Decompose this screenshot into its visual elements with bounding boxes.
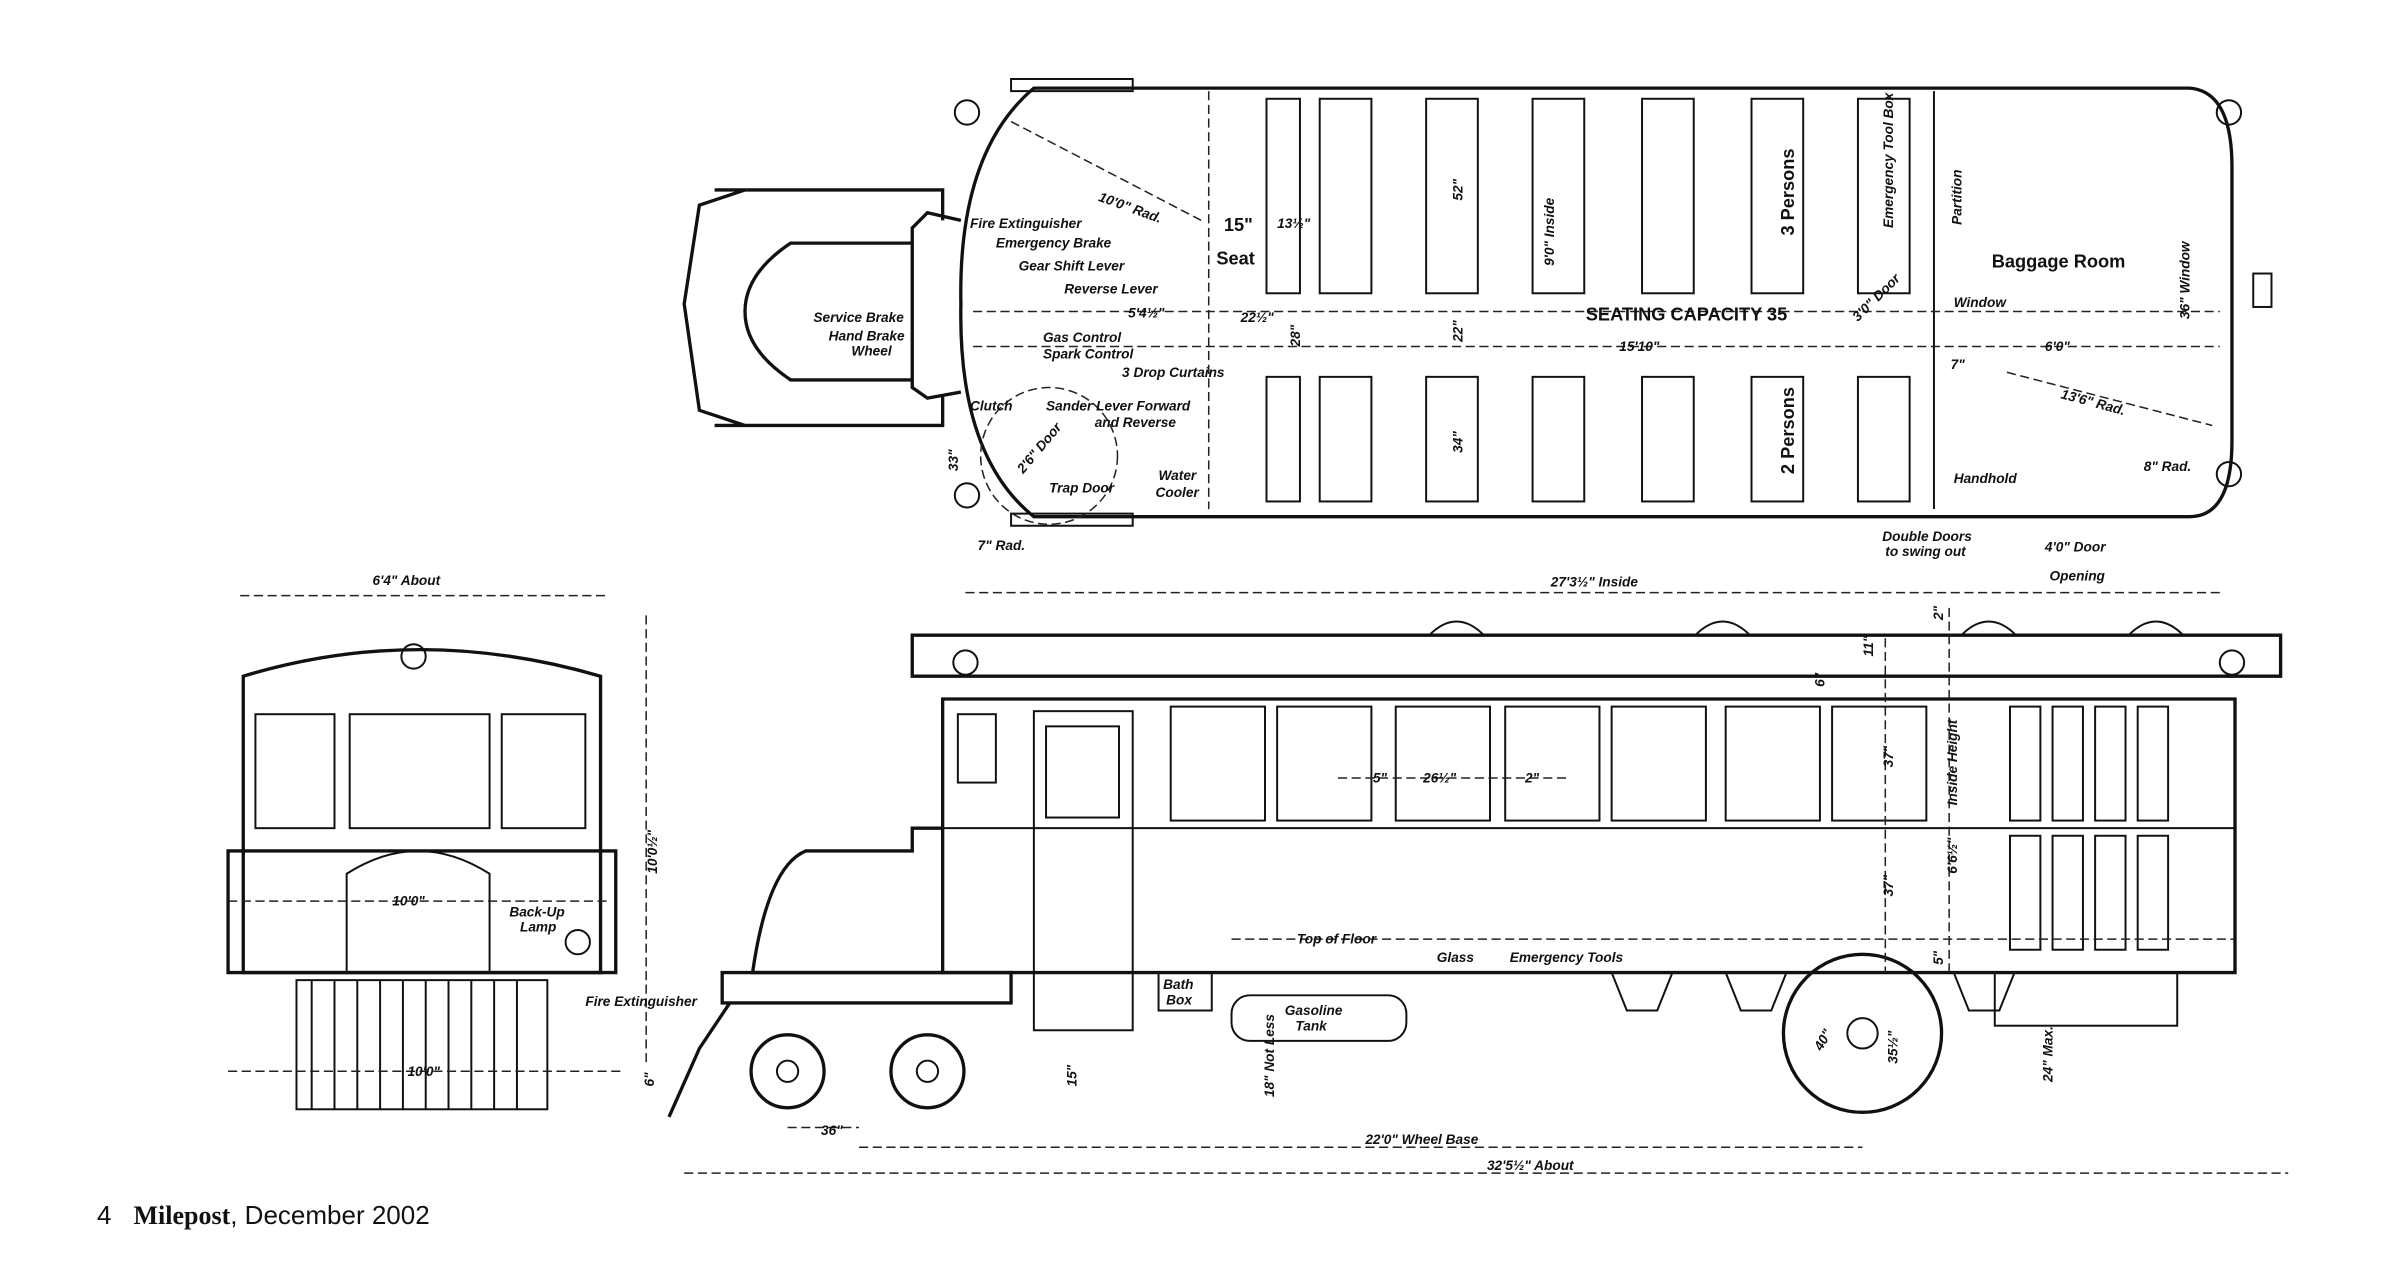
- label: Gasoline: [1285, 1003, 1343, 1018]
- label: 13½": [1277, 216, 1311, 231]
- label: 6'6½": [1945, 837, 1960, 874]
- label: 8" Rad.: [2144, 459, 2191, 474]
- label: 5": [1931, 950, 1946, 965]
- label: Seat: [1216, 247, 1254, 268]
- label: 3 Drop Curtains: [1122, 365, 1225, 380]
- plan-view: 10'0" Rad. Fire Extinguisher Emergency B…: [682, 78, 2273, 594]
- label: 9'0" Inside: [1542, 197, 1557, 266]
- label: Inside Height: [1945, 718, 1960, 805]
- label: 6": [642, 1072, 657, 1087]
- label: 37": [1881, 874, 1896, 896]
- label: 32'5½" About: [1487, 1158, 1575, 1173]
- label: 5": [1373, 771, 1388, 786]
- label: to swing out: [1885, 544, 1967, 559]
- label: Tank: [1295, 1018, 1328, 1033]
- page-footer: 4 Milepost, December 2002: [97, 1200, 430, 1231]
- label: Hand Brake: [829, 328, 905, 343]
- label: 11": [1861, 635, 1876, 656]
- label: Handhold: [1954, 471, 2018, 486]
- side-view: 11" 2" 6" 5" 26½" 2" 37" Inside Height 6…: [667, 605, 2289, 1174]
- label: Lamp: [520, 920, 556, 935]
- label: Service Brake: [813, 310, 904, 325]
- label: Cooler: [1156, 485, 1200, 500]
- label: and Reverse: [1095, 415, 1177, 430]
- label: Opening: [2050, 568, 2106, 583]
- label: 15": [1224, 214, 1253, 235]
- label: 52": [1451, 178, 1466, 200]
- label: 28": [1288, 324, 1303, 347]
- label: Window: [1954, 295, 2008, 310]
- label: 37": [1881, 745, 1896, 767]
- capacity-label: SEATING CAPACITY 35: [1586, 304, 1788, 325]
- label: 26½": [1422, 771, 1457, 786]
- label: Emergency Tool Box: [1881, 91, 1896, 228]
- label: Emergency Tools: [1510, 950, 1624, 965]
- label: Sander Lever Forward: [1046, 398, 1191, 413]
- label: 36": [821, 1123, 843, 1138]
- label: 40": [1811, 1026, 1836, 1054]
- label: 10'0½": [645, 829, 660, 873]
- page-number: 4: [97, 1200, 112, 1230]
- issue-date: , December 2002: [230, 1200, 430, 1230]
- label: Top of Floor: [1297, 932, 1377, 947]
- label: 6'4" About: [373, 573, 442, 588]
- label: Back-Up: [509, 904, 564, 919]
- label: 2'6" Door: [1013, 419, 1065, 476]
- label: Spark Control: [1043, 347, 1135, 362]
- label: 7" Rad.: [978, 538, 1025, 553]
- label: Glass: [1437, 950, 1475, 965]
- magazine-name: Milepost: [133, 1201, 231, 1230]
- label: 18" Not Less: [1262, 1014, 1277, 1098]
- label: 34": [1451, 431, 1466, 453]
- label: 24" Max.: [2041, 1026, 2056, 1083]
- label: Emergency Brake: [996, 236, 1112, 251]
- label: 5'4½": [1128, 306, 1165, 321]
- label: 22½": [1240, 310, 1275, 325]
- label: Partition: [1949, 170, 1964, 225]
- label: Reverse Lever: [1064, 281, 1158, 296]
- label: 2": [1524, 771, 1540, 786]
- label: Box: [1166, 992, 1193, 1007]
- label: 13'6" Rad.: [2059, 387, 2127, 419]
- label: Bath: [1163, 977, 1193, 992]
- label: 6": [1812, 672, 1827, 687]
- label: 35½": [1885, 1030, 1900, 1064]
- label: Clutch: [970, 398, 1012, 413]
- label: 15": [1064, 1064, 1079, 1086]
- label: 22'0" Wheel Base: [1364, 1132, 1478, 1147]
- front-view: 6'4" About 10'0½" 10'0" Back-Up Lamp Fir…: [226, 573, 698, 1111]
- label: 3 Persons: [1777, 148, 1798, 235]
- label: Gear Shift Lever: [1019, 258, 1125, 273]
- label: 2 Persons: [1777, 387, 1798, 474]
- label: Baggage Room: [1992, 250, 2126, 271]
- label: 7": [1951, 357, 1966, 372]
- label: Trap Door: [1049, 480, 1115, 495]
- label: 15'10": [1619, 339, 1660, 354]
- label: 33": [946, 449, 961, 471]
- label: 10'0": [392, 894, 425, 909]
- label: Water: [1159, 468, 1197, 483]
- label: Fire Extinguisher: [585, 994, 697, 1009]
- label: 10'0" Rad.: [1097, 189, 1164, 226]
- label: 2": [1931, 605, 1946, 621]
- label: Gas Control: [1043, 330, 1122, 345]
- label: 27'3½" Inside: [1550, 575, 1639, 590]
- label: 36" Window: [2177, 240, 2192, 319]
- label: 6'0": [2045, 339, 2070, 354]
- label: 22": [1451, 320, 1466, 343]
- label: Fire Extinguisher: [970, 216, 1082, 231]
- label: Wheel: [851, 344, 892, 359]
- label: 10'0": [407, 1064, 440, 1079]
- label: 4'0" Door: [2044, 540, 2106, 555]
- label: Double Doors: [1882, 529, 1972, 544]
